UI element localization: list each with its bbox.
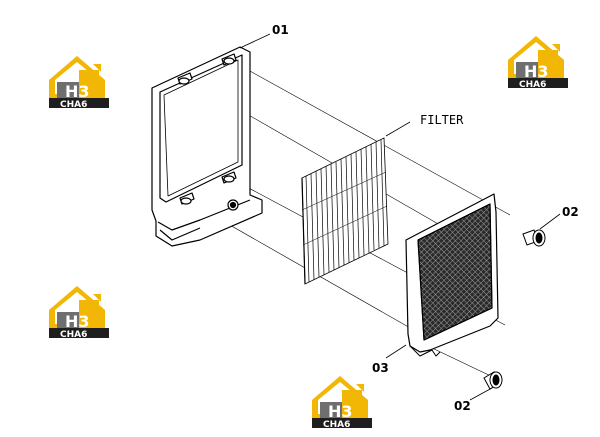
part-02-knob-top xyxy=(522,213,561,247)
label-part-03: 03 xyxy=(372,361,389,375)
part-02-knob-bottom xyxy=(469,371,503,401)
svg-text:CHA6: CHA6 xyxy=(323,420,350,430)
label-part-02-top: 02 xyxy=(562,205,579,219)
svg-text:CHA6: CHA6 xyxy=(60,330,87,340)
svg-text:H3: H3 xyxy=(65,82,90,101)
logo-top-left: H3 CHA6 xyxy=(49,56,109,110)
svg-text:CHA6: CHA6 xyxy=(519,80,546,90)
label-part-02-bottom: 02 xyxy=(454,399,471,413)
label-part-01: 01 xyxy=(272,23,289,37)
svg-text:H3: H3 xyxy=(328,402,353,421)
logo-mid-left: H3 CHA6 xyxy=(49,286,109,340)
svg-text:H3: H3 xyxy=(524,62,549,81)
label-filter: FILTER xyxy=(420,113,464,127)
part-03-grille xyxy=(405,193,499,357)
logo-top-right: H3 CHA6 xyxy=(508,36,568,90)
svg-text:H3: H3 xyxy=(65,312,90,331)
filter-element xyxy=(301,121,411,285)
label-leaders xyxy=(239,33,407,359)
logo-bottom-center: H3 CHA6 xyxy=(312,376,372,430)
part-01-bracket xyxy=(151,46,263,247)
svg-text:CHA6: CHA6 xyxy=(60,100,87,110)
